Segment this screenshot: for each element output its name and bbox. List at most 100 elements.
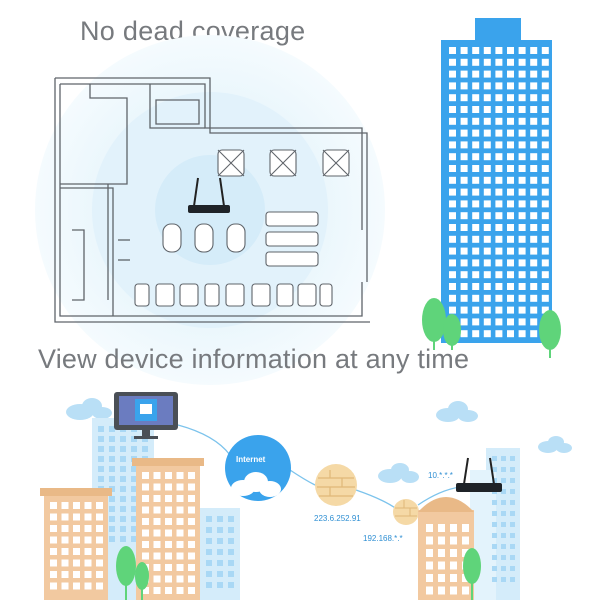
window: [492, 511, 497, 516]
window: [109, 466, 115, 472]
window: [541, 200, 549, 208]
window: [483, 153, 491, 161]
window: [84, 513, 92, 521]
window: [449, 306, 456, 314]
window: [518, 82, 526, 90]
window: [165, 483, 172, 491]
window: [188, 518, 195, 525]
window: [449, 259, 456, 267]
window: [460, 318, 468, 326]
window: [120, 526, 126, 532]
window: [492, 577, 497, 582]
window: [495, 165, 503, 172]
window: [206, 538, 212, 544]
window: [510, 467, 515, 472]
window: [120, 476, 126, 482]
window: [131, 486, 137, 492]
window: [530, 294, 538, 302]
window: [165, 564, 172, 571]
window: [530, 106, 538, 113]
window: [483, 141, 491, 149]
window: [426, 549, 433, 557]
window: [460, 165, 468, 172]
window: [142, 495, 149, 502]
window: [460, 306, 468, 314]
window: [518, 70, 526, 78]
window: [541, 117, 549, 125]
window: [228, 571, 234, 577]
internet-label: Internet: [236, 455, 266, 464]
window: [449, 106, 456, 113]
window: [472, 176, 480, 184]
window: [176, 541, 184, 548]
window: [449, 224, 456, 231]
window: [530, 141, 538, 149]
window: [460, 106, 468, 113]
window: [472, 318, 480, 326]
window: [96, 548, 103, 555]
window: [142, 529, 149, 537]
window: [483, 224, 491, 231]
window: [472, 283, 480, 290]
tan-building: [132, 458, 204, 600]
window: [495, 70, 503, 78]
window: [472, 82, 480, 90]
window: [84, 548, 92, 555]
window: [530, 330, 538, 338]
window: [530, 82, 538, 90]
window: [495, 283, 503, 290]
window: [449, 235, 456, 243]
window: [501, 489, 506, 494]
window: [131, 466, 137, 472]
window: [483, 283, 491, 290]
window: [131, 526, 137, 532]
window: [96, 559, 103, 567]
window: [98, 446, 104, 452]
window: [541, 247, 549, 255]
window: [188, 506, 195, 514]
window: [541, 176, 549, 184]
window: [460, 247, 468, 255]
window: [518, 165, 526, 172]
round-table: [269, 149, 297, 177]
window: [507, 82, 514, 90]
window: [483, 94, 491, 102]
window: [450, 549, 457, 557]
window: [73, 513, 80, 521]
window: [176, 529, 184, 537]
window: [483, 82, 491, 90]
window: [518, 129, 526, 137]
window: [217, 571, 223, 577]
window: [495, 117, 503, 125]
window: [96, 513, 103, 521]
window: [460, 141, 468, 149]
window: [449, 141, 456, 149]
internet-globe-icon: [225, 435, 291, 501]
window: [518, 94, 526, 102]
window: [61, 559, 69, 567]
window: [483, 58, 491, 66]
window: [541, 271, 549, 279]
window: [109, 426, 115, 432]
window: [438, 561, 445, 570]
window: [449, 188, 456, 196]
window: [131, 476, 137, 482]
window: [96, 536, 103, 544]
window: [507, 106, 514, 113]
window: [188, 575, 195, 583]
window: [541, 224, 549, 231]
window: [507, 47, 514, 54]
window: [541, 235, 549, 243]
window: [462, 586, 469, 595]
window: [495, 224, 503, 231]
window: [541, 283, 549, 290]
window: [472, 141, 480, 149]
window: [217, 582, 223, 588]
window: [507, 283, 514, 290]
window: [507, 153, 514, 161]
window: [153, 564, 161, 571]
window: [510, 533, 515, 538]
window: [507, 330, 514, 338]
window: [449, 82, 456, 90]
window: [120, 456, 126, 462]
